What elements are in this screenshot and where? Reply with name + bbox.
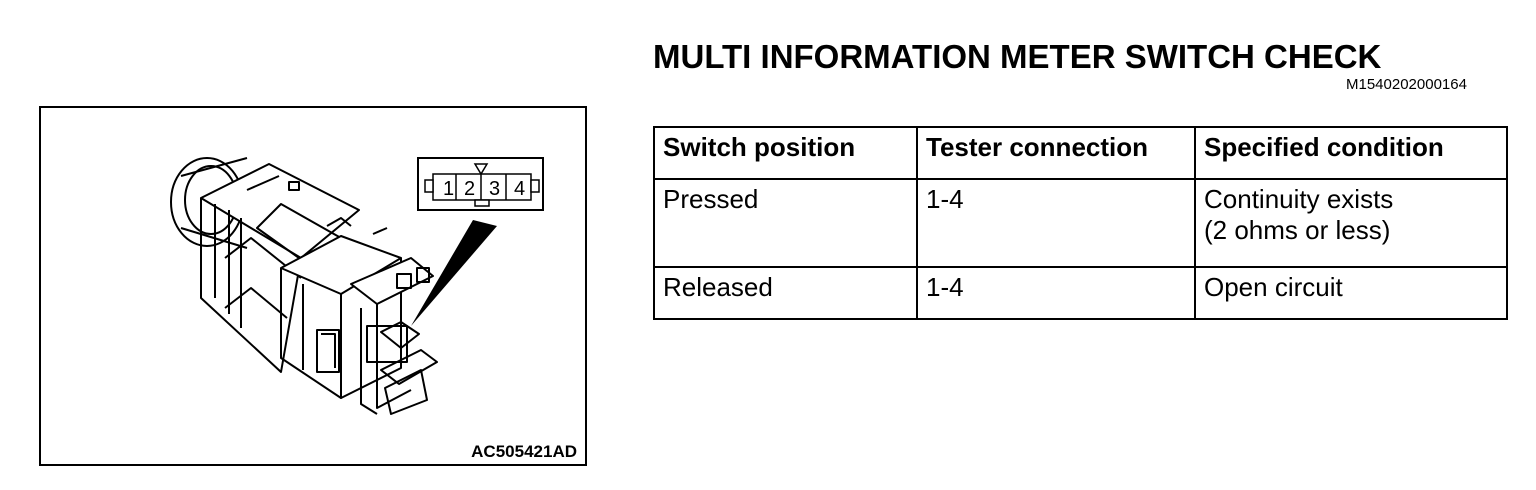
condition-line: (2 ohms or less) [1204, 215, 1391, 245]
pin-3-label: 3 [489, 178, 500, 200]
cell-condition: Open circuit [1194, 266, 1508, 320]
figure-code: AC505421AD [471, 442, 577, 461]
pin-2-label: 2 [464, 178, 475, 200]
condition-line: Continuity exists [1204, 184, 1394, 214]
condition-line: Open circuit [1204, 272, 1343, 302]
pin-4-label: 4 [514, 178, 525, 200]
header-tester-connection: Tester connection [916, 126, 1196, 180]
pin-1-label: 1 [443, 178, 454, 200]
spec-table: Switch position Tester connection Specif… [653, 126, 1508, 320]
cell-position: Pressed [653, 178, 918, 268]
switch-figure: 1 2 3 4 AC505421AD [39, 106, 587, 466]
connector-callout: 1 2 3 4 [417, 157, 544, 211]
switch-illustration: 1 2 3 4 [170, 157, 544, 415]
header-switch-position: Switch position [653, 126, 918, 180]
cell-condition: Continuity exists (2 ohms or less) [1194, 178, 1508, 268]
cell-position: Released [653, 266, 918, 320]
cell-connection: 1-4 [916, 178, 1196, 268]
document-id: M1540202000164 [1346, 76, 1467, 93]
table-header-row: Switch position Tester connection Specif… [653, 126, 1508, 180]
table-row: Released 1-4 Open circuit [653, 266, 1508, 320]
header-specified-condition: Specified condition [1194, 126, 1508, 180]
page-title: MULTI INFORMATION METER SWITCH CHECK [653, 38, 1382, 75]
table-row: Pressed 1-4 Continuity exists (2 ohms or… [653, 178, 1508, 268]
cell-connection: 1-4 [916, 266, 1196, 320]
